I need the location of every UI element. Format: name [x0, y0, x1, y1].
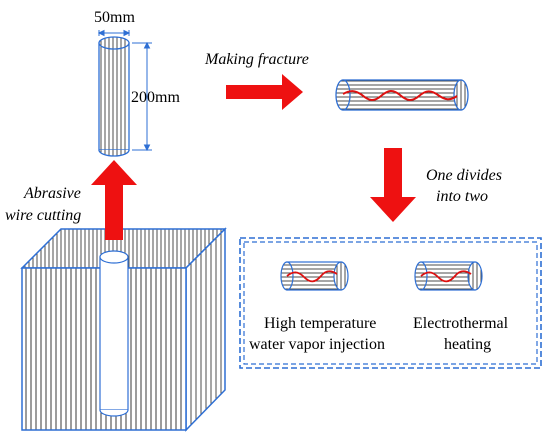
split-samples-box — [239, 237, 542, 369]
method-electro-label-2: heating — [444, 336, 491, 353]
borehole-top — [99, 250, 129, 264]
dimension-length — [132, 41, 152, 152]
core-body — [98, 42, 130, 151]
arrow-right-fracture — [226, 74, 303, 110]
core-sample-vertical — [98, 36, 130, 157]
step-fracture-label: Making fracture — [204, 51, 309, 68]
step-cutting-label-2: wire cutting — [5, 207, 81, 224]
method-vapor-label-1: High temperature — [264, 315, 376, 332]
half-sample-electrothermal — [414, 261, 483, 291]
fracture-line — [342, 90, 458, 101]
step-cutting-label-1: Abrasive — [23, 185, 81, 202]
borehole — [99, 256, 129, 411]
step-divide-label-2: into two — [436, 188, 488, 205]
fractured-core-left-end — [335, 79, 351, 111]
method-vapor-label-2: water vapor injection — [249, 336, 385, 353]
length-label: 200mm — [131, 89, 180, 106]
diameter-label: 50mm — [94, 9, 135, 26]
fractured-core-right-end — [453, 79, 469, 111]
dimension-diameter — [97, 29, 131, 37]
arrow-down-divide — [370, 148, 416, 222]
method-electro-label-1: Electrothermal — [413, 315, 509, 332]
borehole-bottom — [99, 409, 129, 417]
core-bottom — [98, 149, 130, 157]
half-sample-vapor — [280, 261, 349, 291]
rock-block — [20, 227, 227, 432]
fractured-core — [335, 79, 469, 111]
step-divide-label-1: One divides — [426, 167, 502, 184]
arrow-up-cutting — [91, 160, 137, 240]
core-top — [98, 36, 130, 50]
